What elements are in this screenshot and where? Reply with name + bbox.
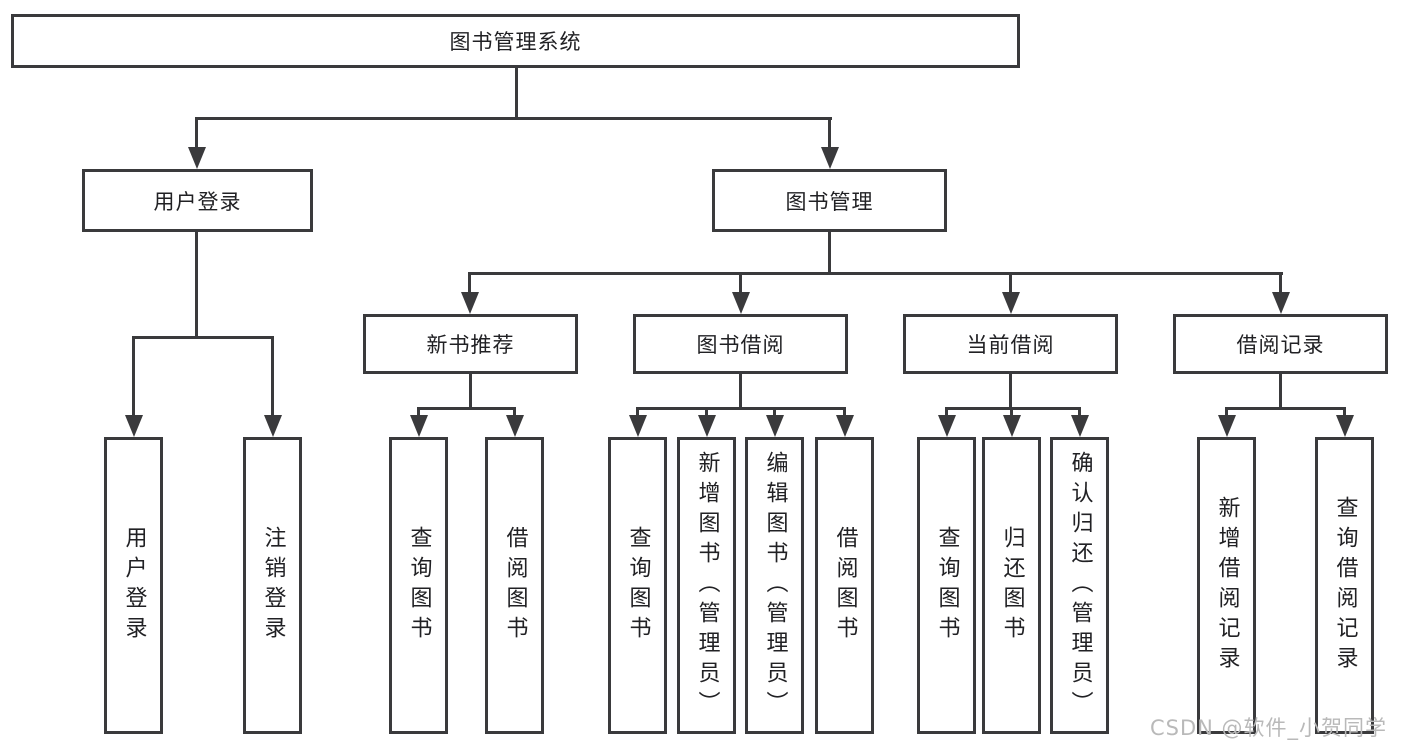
node-label: 借阅记录 (1236, 333, 1325, 357)
connector-new-book-stem (469, 374, 472, 410)
leaf-user-login: 用户登录 (104, 437, 163, 734)
node-book-management: 图书管理 (712, 169, 947, 232)
arrow-down-icon (821, 147, 839, 169)
leaf-confirm-return-admin: 确认归还（管理员） (1050, 437, 1109, 734)
leaf-label: 查询图书 (934, 525, 960, 646)
arrow-down-icon (188, 147, 206, 169)
connector-drop (636, 407, 639, 417)
arrow-down-icon (1336, 415, 1354, 437)
connector-current-borrowing-bar (945, 407, 1081, 410)
connector-borrowing-records-bar (1225, 407, 1346, 410)
arrow-down-icon (732, 292, 750, 314)
leaf-query-books-recommend: 查询图书 (389, 437, 448, 734)
connector-root-bar (195, 117, 832, 120)
connector-user-login-stem (195, 232, 198, 339)
leaf-query-books-borrowing: 查询图书 (608, 437, 667, 734)
watermark-csdn: CSDN @软件_小贺同学 (1150, 716, 1388, 740)
leaf-return-books: 归还图书 (982, 437, 1041, 734)
connector-book-management-bar (468, 272, 1283, 275)
node-label: 当前借阅 (966, 333, 1055, 357)
connector-drop-current-borrowing (1009, 272, 1012, 294)
connector-drop (843, 407, 846, 417)
arrow-down-icon (766, 415, 784, 437)
connector-drop (945, 407, 948, 417)
leaf-label: 新增图书（管理员） (694, 450, 720, 721)
connector-drop (705, 407, 708, 417)
arrow-down-icon (1218, 415, 1236, 437)
connector-drop-user-login (195, 117, 198, 150)
node-label: 图书管理系统 (449, 30, 582, 54)
connector-current-borrowing-stem (1009, 374, 1012, 410)
leaf-label: 借阅图书 (832, 525, 858, 646)
connector-drop-book-management (828, 117, 831, 150)
connector-drop (1078, 407, 1081, 417)
leaf-label: 查询图书 (406, 525, 432, 646)
arrow-down-icon (629, 415, 647, 437)
connector-book-management-stem (828, 232, 831, 275)
arrow-down-icon (461, 292, 479, 314)
leaf-query-books-current: 查询图书 (917, 437, 976, 734)
arrow-down-icon (836, 415, 854, 437)
leaf-label: 用户登录 (121, 525, 147, 646)
node-user-login: 用户登录 (82, 169, 313, 232)
arrow-down-icon (1003, 415, 1021, 437)
connector-drop-leaf-logout (271, 336, 274, 416)
leaf-label: 借阅图书 (502, 525, 528, 646)
connector-drop-book-borrowing (739, 272, 742, 294)
leaf-label: 注销登录 (260, 525, 286, 646)
connector-book-borrowing-stem (739, 374, 742, 410)
arrow-down-icon (506, 415, 524, 437)
leaf-borrow-books-recommend: 借阅图书 (485, 437, 544, 734)
connector-drop-borrowing-records (1279, 272, 1282, 294)
node-borrowing-records: 借阅记录 (1173, 314, 1388, 374)
connector-drop (513, 407, 516, 417)
node-label: 用户登录 (153, 189, 242, 214)
arrow-down-icon (938, 415, 956, 437)
leaf-label: 查询借阅记录 (1332, 495, 1358, 676)
node-library-management-system: 图书管理系统 (11, 14, 1020, 68)
connector-drop (417, 407, 420, 417)
connector-drop (1225, 407, 1228, 417)
node-label: 图书管理 (785, 189, 874, 214)
arrow-down-icon (410, 415, 428, 437)
arrow-down-icon (1002, 292, 1020, 314)
connector-drop-new-book (468, 272, 471, 294)
leaf-label: 查询图书 (625, 525, 651, 646)
arrow-down-icon (698, 415, 716, 437)
node-new-book-recommendation: 新书推荐 (363, 314, 578, 374)
connector-new-book-bar (417, 407, 516, 410)
leaf-label: 新增借阅记录 (1214, 495, 1240, 676)
leaf-label: 归还图书 (999, 525, 1025, 646)
arrow-down-icon (1272, 292, 1290, 314)
arrow-down-icon (125, 415, 143, 437)
leaf-add-books-admin: 新增图书（管理员） (677, 437, 736, 734)
connector-book-borrowing-bar (636, 407, 846, 410)
leaf-query-borrow-record: 查询借阅记录 (1315, 437, 1374, 734)
leaf-logout: 注销登录 (243, 437, 302, 734)
leaf-edit-books-admin: 编辑图书（管理员） (745, 437, 804, 734)
arrow-down-icon (1071, 415, 1089, 437)
leaf-add-borrow-record: 新增借阅记录 (1197, 437, 1256, 734)
connector-user-login-bar (132, 336, 274, 339)
leaf-borrow-books-borrowing: 借阅图书 (815, 437, 874, 734)
node-label: 图书借阅 (696, 333, 785, 357)
connector-drop (773, 407, 776, 417)
leaf-label: 编辑图书（管理员） (762, 450, 788, 721)
connector-borrowing-records-stem (1279, 374, 1282, 410)
node-book-borrowing: 图书借阅 (633, 314, 848, 374)
arrow-down-icon (264, 415, 282, 437)
node-label: 新书推荐 (426, 333, 515, 357)
leaf-label: 确认归还（管理员） (1067, 450, 1093, 721)
node-current-borrowing: 当前借阅 (903, 314, 1118, 374)
connector-drop (1010, 407, 1013, 417)
connector-drop-leaf-user-login (132, 336, 135, 416)
connector-drop (1343, 407, 1346, 417)
connector-root-stem (515, 66, 518, 119)
